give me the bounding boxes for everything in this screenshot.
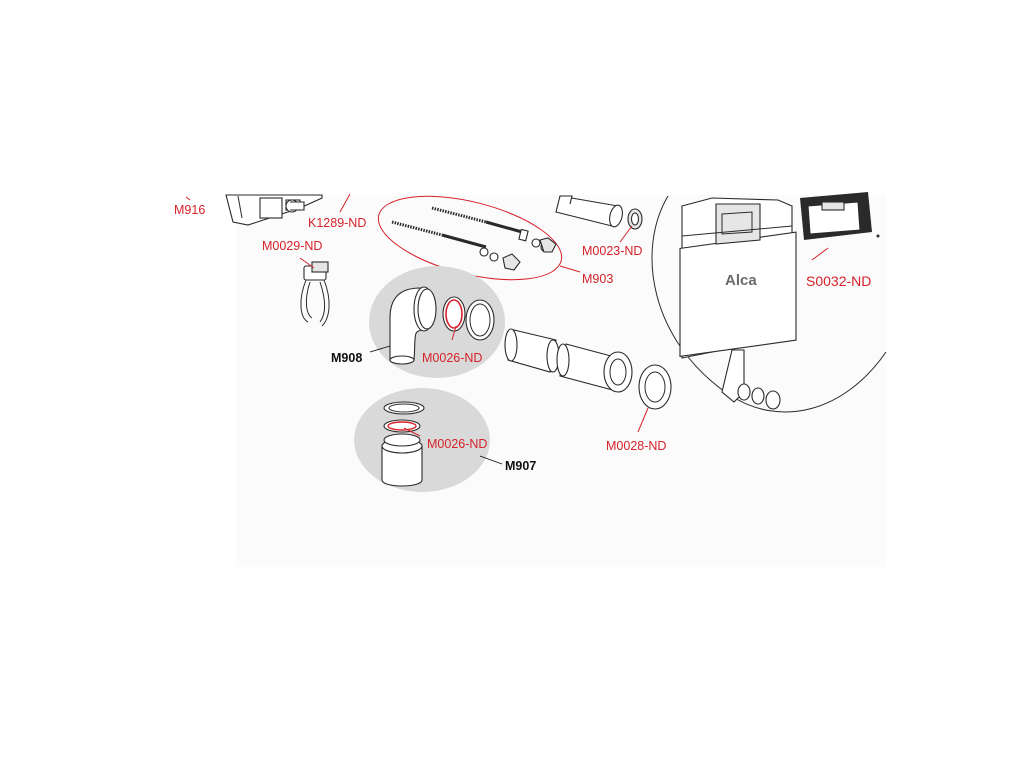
label-m916: M916 bbox=[174, 203, 205, 217]
s0032-box bbox=[800, 192, 880, 240]
label-s0032-nd: S0032-ND bbox=[806, 273, 871, 289]
leader-lines bbox=[185, 193, 829, 465]
label-m0026-nd-top: M0026-ND bbox=[422, 351, 482, 365]
label-m903: M903 bbox=[582, 272, 613, 286]
top-pipe bbox=[555, 195, 643, 230]
label-m908: M908 bbox=[331, 351, 362, 365]
label-m0028-nd: M0028-ND bbox=[606, 439, 666, 453]
part-labels: M916 K1289-ND M0029-ND M903 M0023-ND S00… bbox=[174, 203, 871, 473]
group-m907 bbox=[354, 388, 490, 492]
label-k1289-nd: K1289-ND bbox=[308, 216, 366, 230]
connector-pipes bbox=[504, 328, 672, 410]
brand-logo: Alca bbox=[725, 272, 757, 289]
label-m0026-nd-bottom: M0026-ND bbox=[427, 437, 487, 451]
cistern-detail: Alca bbox=[651, 195, 887, 413]
group-m908 bbox=[369, 266, 505, 378]
label-m0029-nd: M0029-ND bbox=[262, 239, 322, 253]
label-m0023-nd: M0023-ND bbox=[582, 244, 642, 258]
frame-fragment bbox=[225, 194, 323, 226]
bracket-part bbox=[300, 261, 330, 327]
label-m907: M907 bbox=[505, 459, 536, 473]
